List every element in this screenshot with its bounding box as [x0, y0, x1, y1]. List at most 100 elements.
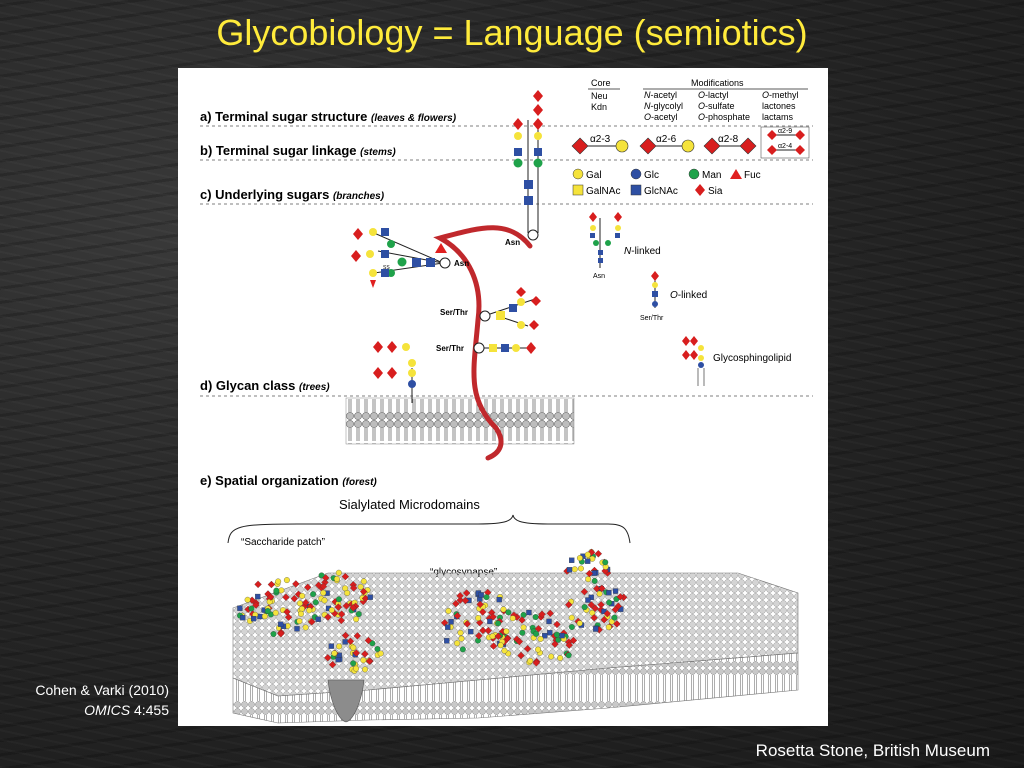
glycan-residue — [302, 624, 309, 631]
glycan-residue — [277, 630, 285, 638]
glycan-residue — [568, 624, 575, 630]
glycan-residue — [350, 660, 357, 667]
glycan-residue — [557, 655, 564, 661]
glycan-residue — [457, 629, 464, 636]
glycan-residue — [306, 607, 313, 614]
glycan-residue — [299, 592, 306, 599]
glycan-residue — [594, 550, 603, 558]
glycan-residue — [318, 572, 325, 579]
svg-text:lactams: lactams — [762, 112, 794, 122]
svg-text:O-linked: O-linked — [670, 290, 707, 301]
glycan-residue — [565, 601, 573, 609]
row-label-b: b) Terminal sugar linkage (stems) — [200, 143, 396, 158]
glycan-residue — [546, 618, 552, 625]
glycan-residue — [576, 555, 583, 561]
o-glycan-upper: Ser/Thr — [440, 287, 541, 330]
glycan-residue — [320, 589, 327, 596]
membrane-sheet — [232, 572, 799, 724]
glycan-residue — [497, 642, 504, 649]
svg-text:Fuc: Fuc — [744, 170, 761, 181]
glycan-diagram: a) Terminal sugar structure (leaves & fl… — [200, 78, 813, 724]
cell-membrane — [345, 397, 575, 445]
glycan-residue — [349, 604, 357, 612]
glycan-residue — [353, 665, 360, 672]
sialic-acid-table: Core Neu Kdn Modifications N-acetyl N-gl… — [588, 78, 808, 122]
glycan-residue — [494, 632, 503, 640]
svg-text:N-acetyl: N-acetyl — [644, 90, 677, 100]
glycan-clusters — [237, 548, 628, 674]
glycan-residue — [515, 637, 524, 646]
svg-text:O-methyl: O-methyl — [762, 90, 799, 100]
row-label-e: e) Spatial organization (forest) — [200, 473, 377, 488]
glycan-residue — [360, 657, 367, 664]
glycan-residue — [349, 584, 358, 592]
glycan-residue — [489, 613, 497, 621]
glycan-residue — [272, 609, 279, 616]
man-circle-icon — [688, 168, 700, 180]
glycan-residue — [596, 590, 603, 597]
glycan-residue — [335, 596, 342, 603]
glycan-residue — [357, 583, 364, 590]
glycan-residue — [584, 551, 591, 558]
glycan-residue — [456, 592, 464, 600]
glycan-residue — [608, 618, 615, 625]
linkage-label: α2-4 — [778, 143, 792, 150]
glycan-residue — [335, 657, 341, 663]
glycan-residue — [523, 645, 532, 653]
glycan-residue — [517, 651, 525, 660]
glycan-residue — [505, 609, 512, 616]
glycan-residue — [341, 572, 350, 581]
glycan-residue — [296, 600, 303, 607]
glycan-residue — [360, 578, 367, 585]
gal-circle-icon — [572, 168, 584, 180]
sia-diamond-icon — [767, 145, 777, 155]
row-separators — [200, 125, 813, 397]
glycan-residue — [364, 636, 373, 645]
glycan-residue — [377, 650, 384, 657]
glycan-residue — [616, 593, 625, 601]
svg-text:Gal: Gal — [586, 170, 602, 181]
n-glycan-left: Asn SS — [351, 228, 469, 288]
glycan-residue — [362, 666, 368, 673]
svg-text:GalNAc: GalNAc — [586, 186, 620, 197]
glycosphingolipid-membrane — [373, 341, 416, 403]
glycan-residue — [328, 607, 335, 614]
sia-diamond-icon — [795, 130, 805, 140]
linkage-label: α2-9 — [778, 128, 792, 135]
glycan-residue — [603, 609, 612, 618]
glycan-residue — [613, 620, 621, 628]
glycan-residue — [334, 603, 343, 611]
glycosphingolipid-example: Glycosphingolipid — [682, 336, 791, 386]
o-linked-example: Ser/Thr O-linked — [640, 271, 707, 322]
glycan-residue — [445, 624, 451, 630]
glc-circle-icon — [630, 168, 642, 180]
svg-text:Kdn: Kdn — [591, 102, 607, 112]
glycan-residue — [475, 615, 482, 621]
glycan-residue — [315, 616, 321, 622]
glycan-residue — [352, 649, 361, 657]
svg-text:Neu: Neu — [591, 91, 608, 101]
svg-text:N-linked: N-linked — [624, 246, 661, 257]
glycan-residue — [600, 616, 608, 624]
glycan-residue — [590, 614, 598, 622]
svg-text:Sia: Sia — [708, 186, 723, 197]
galnac-square-icon — [572, 184, 584, 196]
svg-text:Man: Man — [702, 170, 721, 181]
linkage-label: α2-3 — [590, 134, 611, 145]
glycan-residue — [254, 580, 262, 589]
glycan-residue — [312, 599, 319, 606]
glycan-residue — [542, 633, 548, 639]
glycan-residue — [367, 594, 373, 600]
glycan-residue — [275, 578, 282, 585]
linkage-label: α2-6 — [656, 134, 677, 145]
glycan-residue — [361, 650, 369, 658]
glycan-residue — [342, 585, 349, 592]
glycan-residue — [342, 602, 351, 610]
linkage-label: α2-8 — [718, 134, 739, 145]
glycan-residue — [456, 596, 464, 604]
glycan-residue — [576, 620, 583, 627]
glycan-residue — [445, 608, 452, 614]
glycan-residue — [319, 582, 328, 591]
glycan-residue — [461, 596, 470, 605]
glycan-residue — [548, 653, 555, 660]
